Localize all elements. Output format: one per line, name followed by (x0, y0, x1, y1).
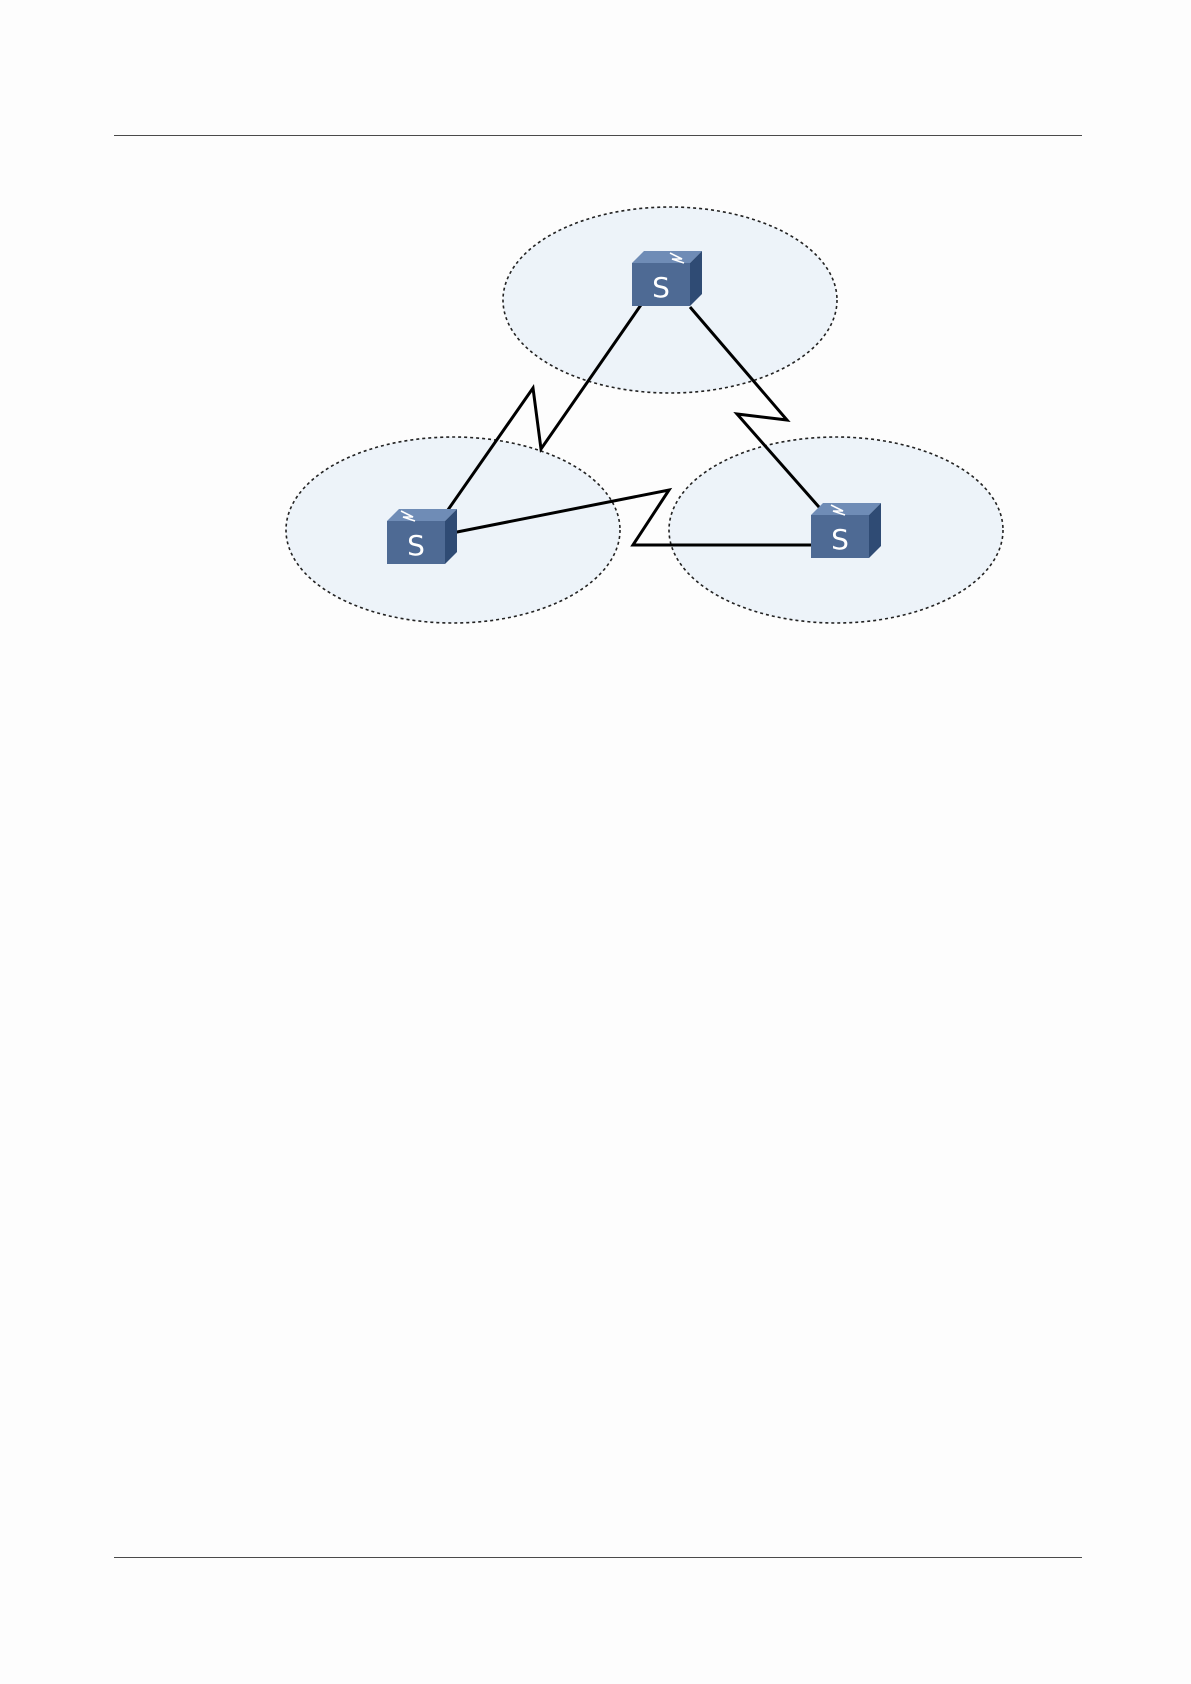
footer-rule (114, 1557, 1082, 1558)
switch-label: S (831, 523, 849, 556)
switch-label: S (407, 529, 425, 562)
switch-label: S (652, 271, 670, 304)
switch-icon: S (387, 509, 457, 564)
switch-icon: S (811, 503, 881, 558)
switch-icon: S (632, 251, 702, 306)
